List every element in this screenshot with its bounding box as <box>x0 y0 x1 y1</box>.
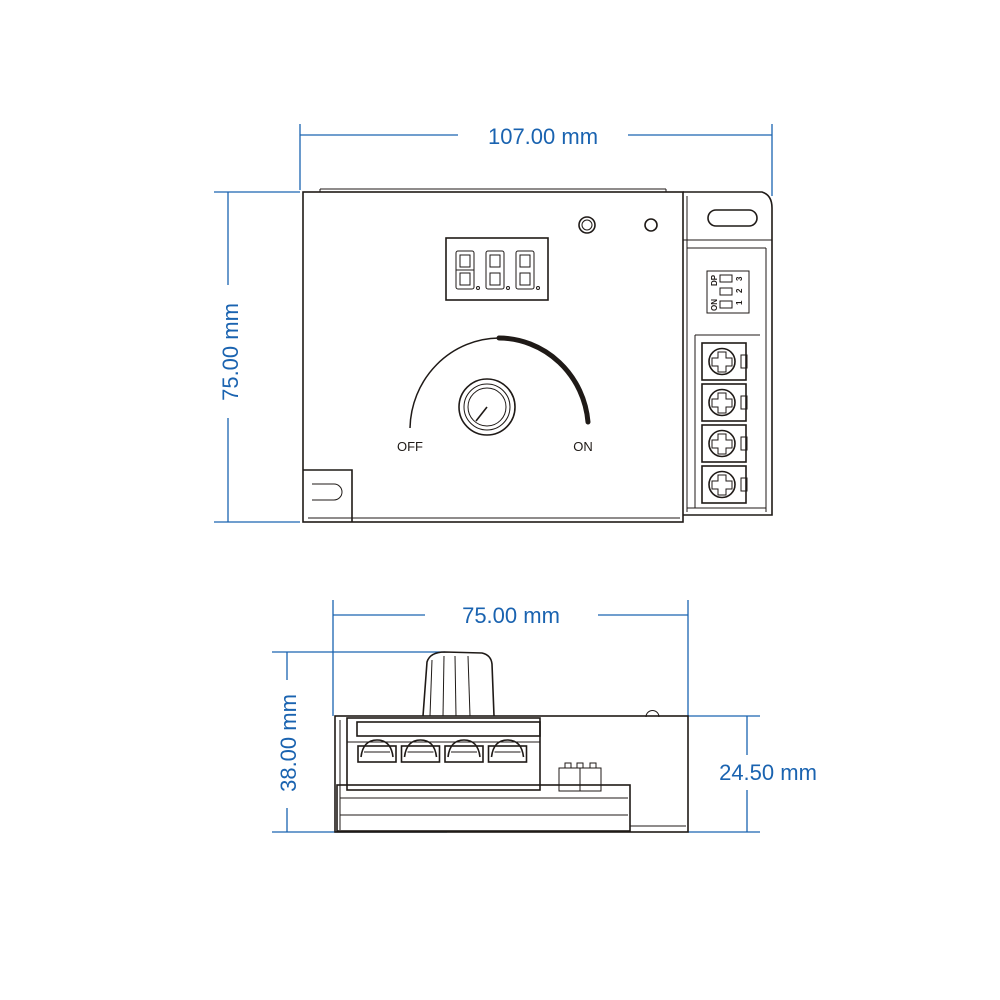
dip-on-label: ON <box>710 299 719 311</box>
side-width-label: 75.00 mm <box>462 603 560 628</box>
led-side <box>645 710 660 718</box>
height-dimension: 75.00 mm <box>214 191 300 523</box>
knob-side <box>422 651 495 717</box>
mounting-slot-left <box>312 483 343 501</box>
dial-arc-thick <box>496 335 591 425</box>
terminal-opening-2 <box>400 739 441 763</box>
side-view: 75.00 mm 38.00 mm 24.50 mm <box>272 600 817 833</box>
top-view: 107.00 mm 75.00 mm <box>214 124 773 523</box>
terminal-screw-3[interactable] <box>701 424 748 463</box>
dial-on-label: ON <box>573 439 593 454</box>
total-height-dimension: 38.00 mm <box>272 651 447 833</box>
led-indicator-1 <box>578 216 596 234</box>
led-display <box>445 237 549 301</box>
terminal-opening-3 <box>444 739 484 763</box>
side-width-dimension: 75.00 mm <box>332 600 689 716</box>
dip-position-1: 1 <box>735 300 744 305</box>
width-dimension: 107.00 mm <box>299 124 773 196</box>
terminal-opening-1 <box>357 739 397 763</box>
body-height-dimension: 24.50 mm <box>688 715 817 833</box>
dip-switch[interactable]: ON DP 1 2 3 <box>706 270 750 314</box>
dial-arc-thin <box>409 337 500 429</box>
dip-dp-label: DP <box>710 274 719 286</box>
dip-position-2: 2 <box>735 288 744 293</box>
led-indicator-2 <box>644 218 658 232</box>
body-height-label: 24.50 mm <box>719 760 817 785</box>
controller-body <box>302 188 684 523</box>
terminal-screw-2[interactable] <box>701 383 748 422</box>
terminal-screw-1[interactable] <box>701 342 748 381</box>
height-dimension-label: 75.00 mm <box>218 303 243 401</box>
mounting-slot-right <box>707 209 758 227</box>
total-height-label: 38.00 mm <box>276 694 301 792</box>
dip-position-3: 3 <box>735 276 744 281</box>
dial-off-label: OFF <box>397 439 423 454</box>
dimmer-knob[interactable] <box>458 378 516 436</box>
terminal-opening-4 <box>487 739 528 763</box>
terminal-block: ON DP 1 2 3 <box>683 191 773 516</box>
width-dimension-label: 107.00 mm <box>488 124 598 149</box>
terminal-screw-4[interactable] <box>701 465 748 504</box>
